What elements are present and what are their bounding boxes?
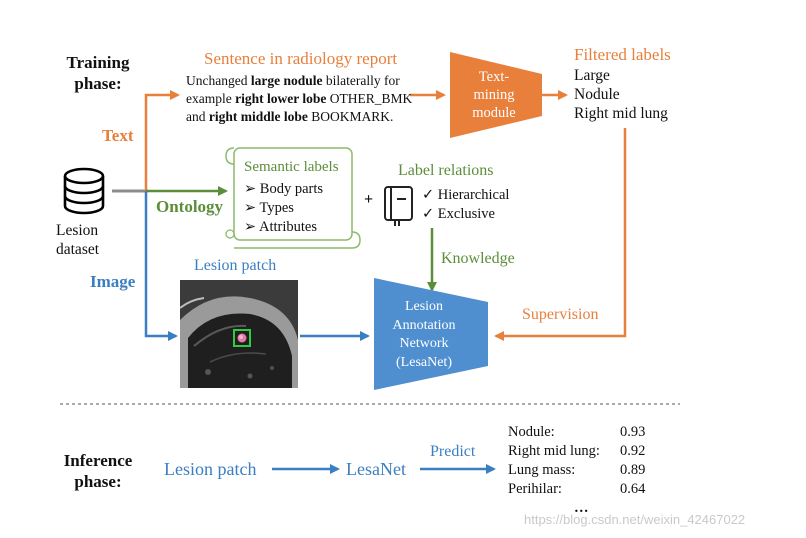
report-fragment: bilaterally for — [322, 73, 400, 88]
filtered-label-item: Right mid lung — [574, 105, 668, 122]
prediction-list: Nodule: 0.93 Right mid lung: 0.92 Lung m… — [508, 423, 658, 518]
report-fragment: BOOKMARK. — [307, 109, 394, 124]
lesion-patch-label: Lesion patch — [194, 257, 277, 274]
ct-lesion-patch-image — [180, 280, 298, 388]
filtered-labels-title: Filtered labels — [574, 45, 671, 64]
label-relations-title: Label relations — [398, 162, 494, 179]
semantic-item: ➢ Types — [244, 199, 323, 218]
training-phase-label: Training phase: — [58, 52, 138, 94]
predict-label: Predict — [430, 443, 476, 460]
knowledge-label: Knowledge — [441, 250, 515, 267]
report-line: Unchanged large nodule bilaterally for — [186, 72, 412, 90]
filtered-label-item: Nodule — [574, 86, 620, 103]
prediction-row: Perihilar: 0.64 — [508, 480, 658, 499]
lesanet-shape — [374, 278, 488, 390]
inference-phase-label: Inference phase: — [58, 450, 138, 492]
prediction-row: Nodule: 0.93 — [508, 423, 658, 442]
inference-input-label: Lesion patch — [164, 459, 257, 479]
lesanet-line: Network — [399, 336, 449, 351]
ontology-branch-label: Ontology — [156, 197, 224, 216]
prediction-label: Perihilar: — [508, 481, 562, 497]
dataset-line: dataset — [56, 241, 100, 258]
semantic-labels-list: ➢ Body parts ➢ Types ➢ Attributes — [244, 180, 323, 237]
image-branch-label: Image — [90, 272, 136, 291]
report-fragment: example — [186, 91, 236, 106]
report-fragment-bold: large nodule — [250, 73, 323, 88]
plus-sign: + — [364, 191, 374, 208]
mining-line: mining — [473, 87, 515, 103]
training-phase-line1: Training — [66, 53, 130, 72]
mining-line: module — [472, 105, 516, 121]
prediction-score: 0.64 — [620, 481, 646, 497]
relation-label: Hierarchical — [437, 187, 510, 203]
report-fragment-bold: right lower lobe — [235, 91, 327, 106]
semantic-item: ➢ Body parts — [244, 180, 323, 199]
lesanet-line: Lesion — [404, 299, 444, 314]
report-fragment: Unchanged — [186, 73, 251, 88]
text-branch-label: Text — [102, 126, 134, 145]
report-line: and right middle lobe BOOKMARK. — [186, 108, 412, 126]
inference-model-label: LesaNet — [346, 459, 406, 479]
report-line: example right lower lobe OTHER_BMK — [186, 90, 412, 108]
text-mining-module-shape — [450, 52, 542, 138]
relation-item: ✓ Hierarchical — [422, 186, 509, 205]
supervision-arrow — [494, 128, 627, 341]
database-icon — [63, 167, 105, 215]
text-flow-arrow — [144, 90, 180, 191]
radiology-report-text: Unchanged large nodule bilaterally for e… — [186, 72, 412, 126]
prediction-score: 0.92 — [620, 443, 646, 459]
semantic-labels-title: Semantic labels — [244, 159, 339, 175]
lesanet-box: Lesion Annotation Network (LesaNet) — [376, 298, 472, 372]
relation-label: Exclusive — [437, 206, 495, 222]
label-relations-list: ✓ Hierarchical ✓ Exclusive — [422, 186, 509, 224]
prediction-row: Right mid lung: 0.92 — [508, 442, 658, 461]
semantic-item: ➢ Attributes — [244, 218, 323, 237]
arrow-bullet-icon: ➢ — [244, 181, 260, 197]
semantic-item-label: Body parts — [259, 181, 324, 197]
inference-phase-line2: phase: — [74, 472, 122, 491]
prediction-label: Nodule: — [508, 424, 555, 440]
report-fragment: and — [186, 109, 209, 124]
image-flow-arrow — [144, 191, 178, 341]
training-phase-line2: phase: — [74, 74, 122, 93]
prediction-ellipsis: … — [574, 500, 589, 516]
book-icon — [384, 186, 413, 226]
check-icon: ✓ — [422, 187, 438, 203]
report-fragment: OTHER_BMK — [326, 91, 413, 106]
prediction-label: Right mid lung: — [508, 443, 600, 459]
report-fragment-bold: right middle lobe — [208, 109, 308, 124]
lesion-dataset-label: Lesion dataset — [56, 221, 99, 259]
lesanet-line: Annotation — [392, 317, 456, 333]
supervision-label: Supervision — [522, 306, 599, 323]
prediction-label: Lung mass: — [508, 462, 576, 478]
text-mining-module: Text- mining module — [452, 68, 536, 122]
lesanet-line: (LesaNet) — [396, 354, 452, 370]
scroll-icon — [225, 147, 361, 249]
arrow-bullet-icon: ➢ — [244, 200, 260, 216]
dataset-line: Lesion — [56, 222, 99, 239]
prediction-row: Lung mass: 0.89 — [508, 461, 658, 480]
prediction-score: 0.89 — [620, 462, 646, 478]
semantic-item-label: Types — [259, 200, 294, 216]
watermark: https://blog.csdn.net/weixin_42467022 — [524, 512, 746, 527]
mining-line: Text- — [478, 69, 510, 85]
inference-phase-line1: Inference — [63, 451, 133, 470]
relation-item: ✓ Exclusive — [422, 205, 509, 224]
check-icon: ✓ — [422, 206, 438, 222]
prediction-score: 0.93 — [620, 424, 646, 440]
sentence-title: Sentence in radiology report — [204, 49, 398, 68]
filtered-label-item: Large — [574, 67, 610, 84]
arrow-bullet-icon: ➢ — [244, 219, 259, 235]
filtered-labels-list: Large Nodule Right mid lung — [574, 66, 668, 123]
semantic-item-label: Attributes — [258, 219, 317, 235]
